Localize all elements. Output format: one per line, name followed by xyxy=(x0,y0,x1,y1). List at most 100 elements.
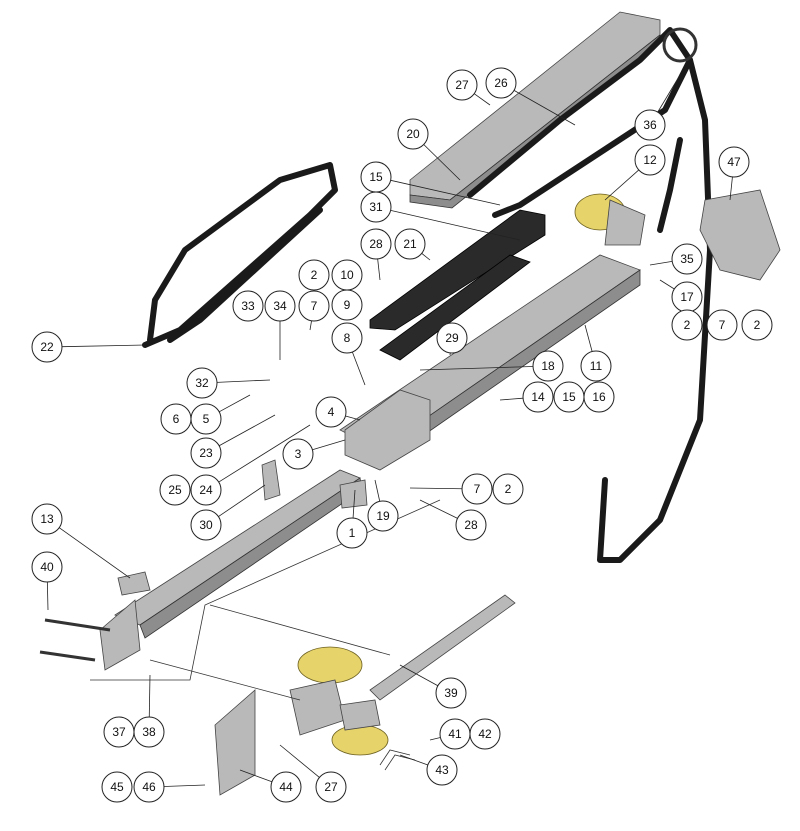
leader-line-3 xyxy=(312,439,346,451)
gearbox-lower xyxy=(289,679,346,736)
callout-number: 4 xyxy=(328,405,335,419)
callout-1: 1 xyxy=(336,517,368,549)
callout-circle xyxy=(186,367,218,399)
leader-line-8 xyxy=(351,351,366,386)
callout-circle xyxy=(634,109,666,141)
callout-circle xyxy=(31,503,63,535)
callout-number: 43 xyxy=(435,763,449,777)
leader-line-1 xyxy=(352,489,356,519)
callout-40: 40 xyxy=(31,551,63,583)
top-rail xyxy=(409,11,661,201)
callout-27: 27 xyxy=(446,69,478,101)
callout-number: 5 xyxy=(203,412,210,426)
callout-circle xyxy=(264,290,296,322)
callout-33: 33 xyxy=(232,290,264,322)
callout-6: 6 xyxy=(160,403,192,435)
callout-number: 33 xyxy=(241,299,255,313)
callout-number: 23 xyxy=(199,446,213,460)
callout-4: 4 xyxy=(315,396,347,428)
callout-19: 19 xyxy=(367,500,399,532)
chain-29 xyxy=(379,254,531,361)
callout-2: 2 xyxy=(671,309,703,341)
leader-line-14 xyxy=(499,397,524,401)
callout-circle xyxy=(634,144,666,176)
callout-17: 17 xyxy=(671,281,703,313)
callout-8: 8 xyxy=(331,322,363,354)
leader-line-26 xyxy=(513,90,576,126)
hose-22 xyxy=(142,162,338,348)
callout-number: 27 xyxy=(324,780,338,794)
callout-circle xyxy=(394,228,426,260)
callout-number: 15 xyxy=(562,390,576,404)
leader-lines xyxy=(46,74,733,787)
cable-36 xyxy=(467,27,693,218)
callout-circle xyxy=(741,309,773,341)
leader-line-20 xyxy=(423,144,461,181)
callout-32: 32 xyxy=(186,367,218,399)
motor-43 xyxy=(331,724,389,756)
callout-number: 18 xyxy=(541,359,555,373)
callout-number: 35 xyxy=(680,252,694,266)
leader-line-39 xyxy=(399,664,439,687)
callout-number: 24 xyxy=(199,483,213,497)
callout-18: 18 xyxy=(532,350,564,382)
callout-14: 14 xyxy=(522,381,554,413)
leader-line-32 xyxy=(216,379,271,383)
callout-number: 22 xyxy=(40,340,54,354)
callout-number: 31 xyxy=(369,200,383,214)
leader-line-30 xyxy=(218,484,266,517)
leader-line-46 xyxy=(163,784,206,787)
callout-38: 38 xyxy=(133,716,165,748)
callout-number: 7 xyxy=(719,318,726,332)
callout-number: 10 xyxy=(340,268,354,282)
leader-line-21 xyxy=(421,253,431,261)
callout-2: 2 xyxy=(298,259,330,291)
callout-7: 7 xyxy=(298,290,330,322)
callout-circle xyxy=(190,474,222,506)
callout-circle xyxy=(315,771,347,803)
callout-number: 40 xyxy=(40,560,54,574)
callout-circle xyxy=(718,146,750,178)
leader-line-23 xyxy=(218,414,276,447)
callout-circle xyxy=(331,322,363,354)
main-beam-lower xyxy=(114,469,361,626)
callout-number: 8 xyxy=(344,331,351,345)
callout-number: 42 xyxy=(478,727,492,741)
carriage xyxy=(344,389,431,471)
cable-loop xyxy=(657,137,683,233)
callout-circle xyxy=(522,381,554,413)
callout-circle xyxy=(461,473,493,505)
bracket-13 xyxy=(117,571,151,596)
leader-line-41 xyxy=(429,737,441,741)
callout-number: 45 xyxy=(110,780,124,794)
callout-number: 16 xyxy=(592,390,606,404)
callout-circle xyxy=(426,754,458,786)
leader-line-7 xyxy=(409,487,463,490)
bracket-1 xyxy=(339,479,368,509)
leader-line-13 xyxy=(58,527,131,579)
hose-22-inner xyxy=(167,207,323,343)
callout-23: 23 xyxy=(190,437,222,469)
callout-number: 41 xyxy=(448,727,462,741)
leader-line-35 xyxy=(649,261,673,266)
callout-25: 25 xyxy=(159,474,191,506)
callout-number: 3 xyxy=(295,447,302,461)
callout-number: 36 xyxy=(643,118,657,132)
callout-47: 47 xyxy=(718,146,750,178)
callout-number: 32 xyxy=(195,376,209,390)
callout-circle xyxy=(31,551,63,583)
callout-number: 21 xyxy=(403,237,417,251)
callout-7: 7 xyxy=(461,473,493,505)
leader-line-44 xyxy=(239,769,273,783)
callout-circle xyxy=(133,716,165,748)
callout-5: 5 xyxy=(190,403,222,435)
gearbox-41 xyxy=(339,699,381,731)
callout-circle xyxy=(331,289,363,321)
callout-circle xyxy=(298,259,330,291)
callout-15: 15 xyxy=(553,381,585,413)
callout-number: 27 xyxy=(455,78,469,92)
callout-29: 29 xyxy=(436,322,468,354)
callout-circle xyxy=(232,290,264,322)
callout-37: 37 xyxy=(103,716,135,748)
